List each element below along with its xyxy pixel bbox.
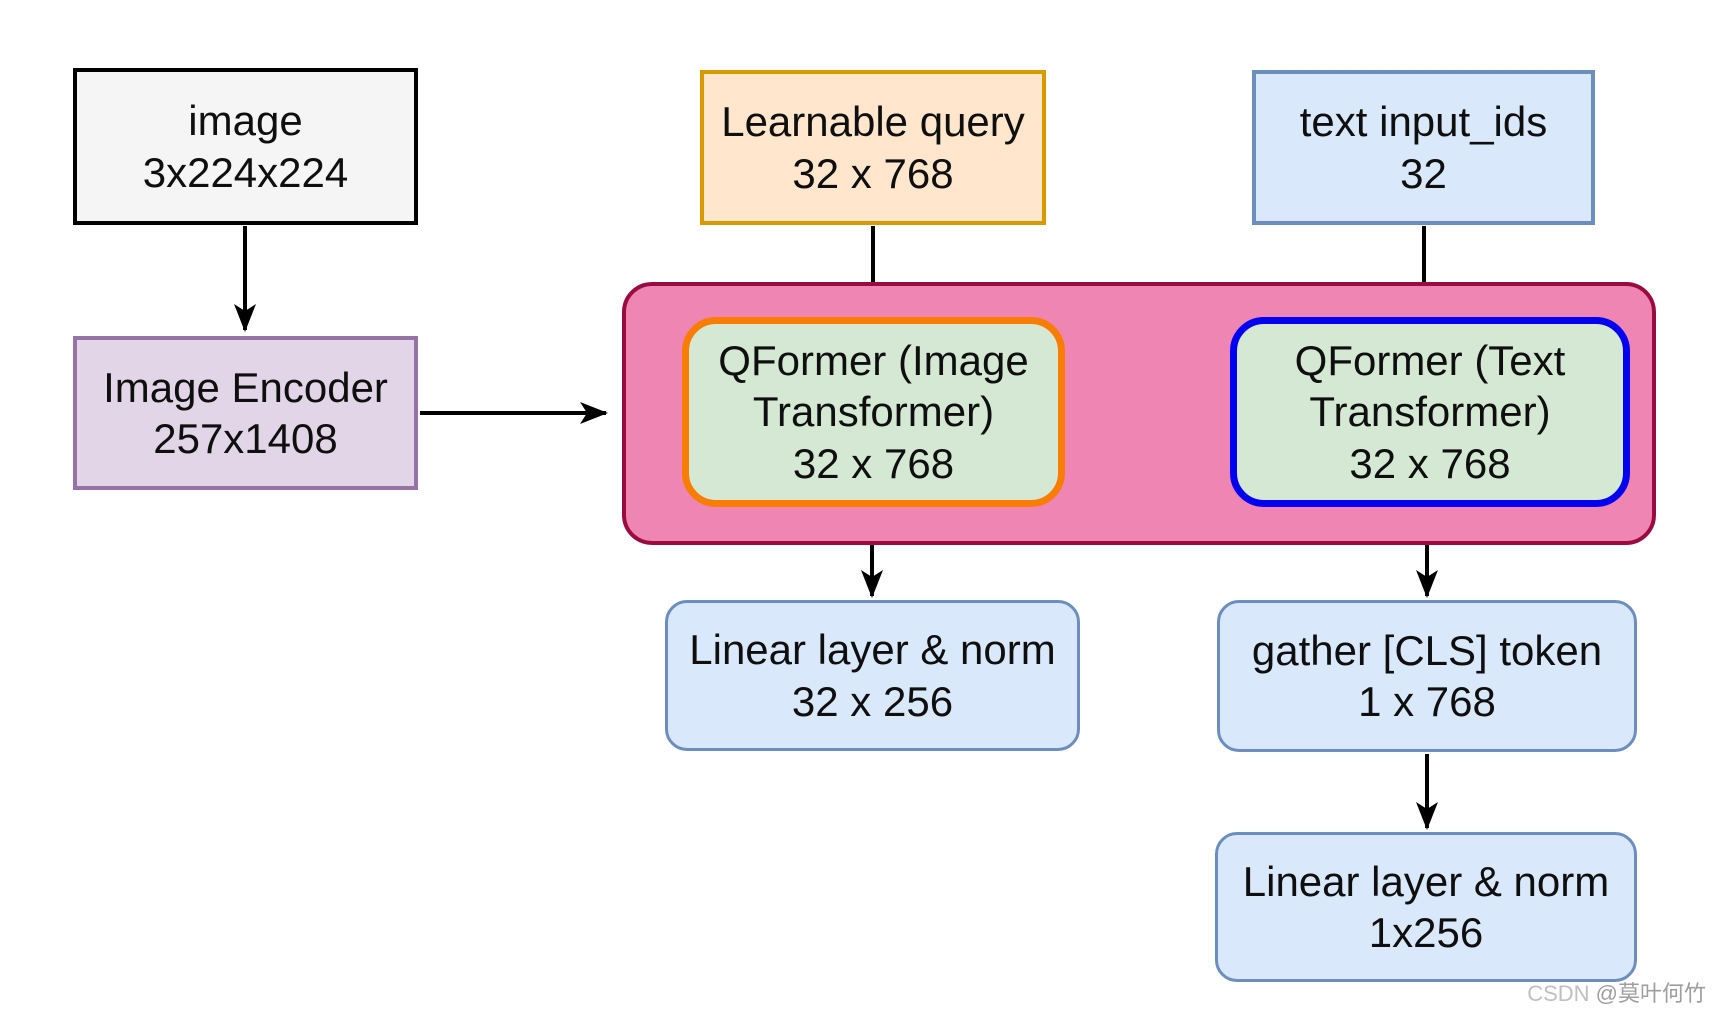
node-text-input-ids-dims: 32 (1400, 149, 1447, 197)
node-gather-cls-title: gather [CLS] token (1251, 626, 1603, 674)
node-image-title: image (188, 97, 303, 145)
watermark: CSDN @莫叶何竹 (1527, 976, 1706, 1008)
node-qformer-image-title: QFormer (Image Transformer) (718, 337, 1029, 436)
node-image-encoder: Image Encoder 257x1408 (73, 336, 418, 490)
node-linear-norm-image-title: Linear layer & norm (689, 626, 1056, 674)
node-text-input-ids-title: text input_ids (1299, 98, 1548, 146)
node-image-encoder-title: Image Encoder (103, 363, 388, 411)
node-qformer-image-transformer: QFormer (Image Transformer) 32 x 768 (682, 317, 1065, 507)
node-qformer-text-title: QFormer (Text Transformer) (1294, 337, 1566, 436)
watermark-prefix: CSDN (1527, 981, 1596, 1006)
node-learnable-query-dims: 32 x 768 (792, 149, 954, 197)
node-linear-norm-image-dims: 32 x 256 (791, 677, 954, 725)
watermark-handle: @莫叶何竹 (1595, 981, 1706, 1006)
node-image: image 3x224x224 (73, 68, 418, 225)
node-learnable-query-title: Learnable query (721, 98, 1025, 146)
node-qformer-text-transformer: QFormer (Text Transformer) 32 x 768 (1230, 317, 1630, 507)
node-gather-cls-dims: 1 x 768 (1358, 678, 1496, 725)
node-qformer-image-dims: 32 x 768 (792, 439, 955, 487)
node-learnable-query: Learnable query 32 x 768 (700, 70, 1046, 225)
node-linear-norm-text: Linear layer & norm 1x256 (1215, 832, 1637, 982)
node-qformer-text-dims: 32 x 768 (1349, 439, 1511, 487)
node-image-dims: 3x224x224 (142, 148, 349, 196)
node-text-input-ids: text input_ids 32 (1252, 70, 1595, 225)
node-linear-norm-text-title: Linear layer & norm (1242, 857, 1610, 905)
node-linear-norm-image: Linear layer & norm 32 x 256 (665, 600, 1080, 751)
node-image-encoder-dims: 257x1408 (153, 415, 338, 462)
node-linear-norm-text-dims: 1x256 (1368, 909, 1484, 956)
node-gather-cls-token: gather [CLS] token 1 x 768 (1217, 600, 1637, 752)
